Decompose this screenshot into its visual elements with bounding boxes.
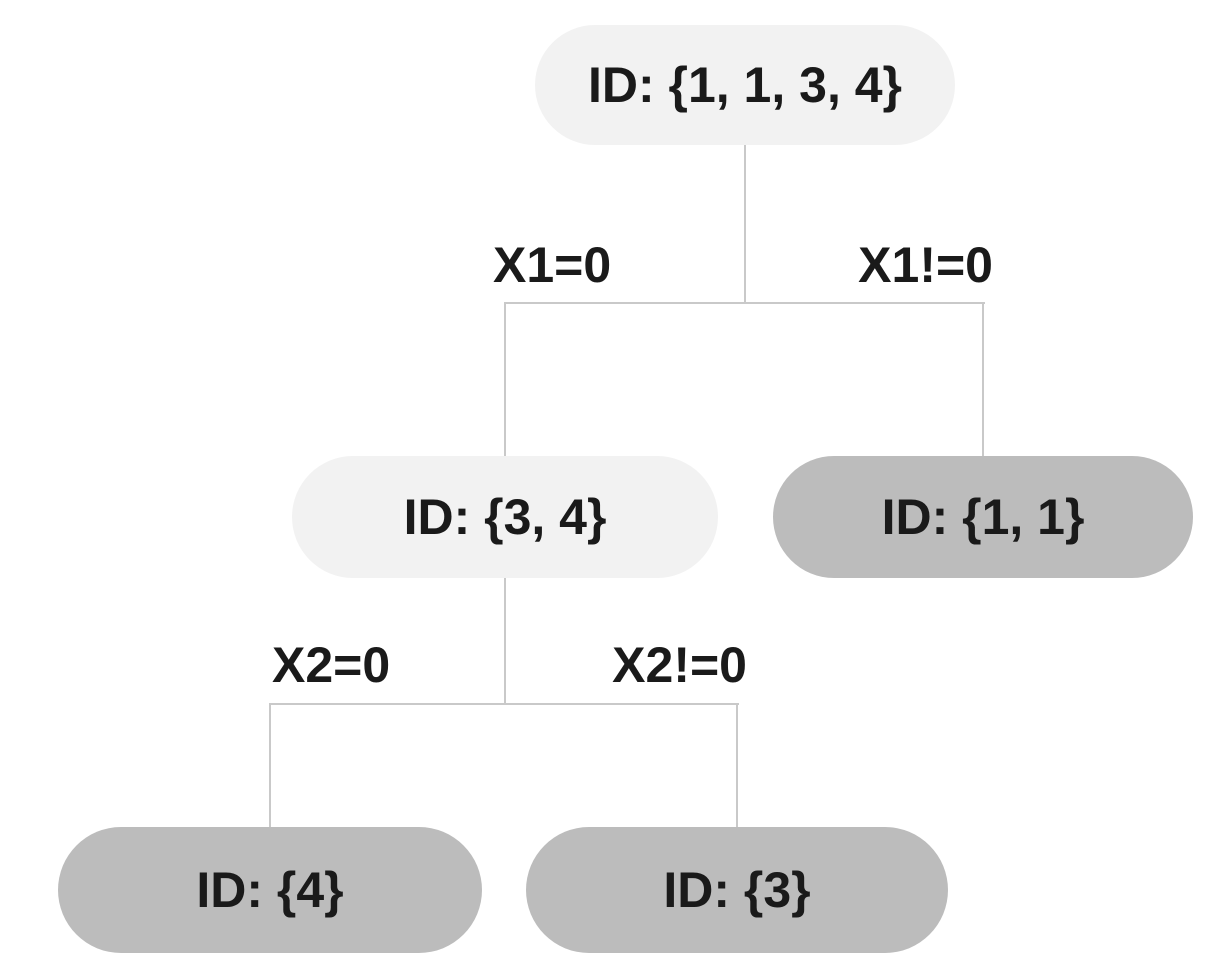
- edge-root-drop-line: [744, 145, 746, 304]
- edge-level1-horizontal-line: [504, 302, 985, 304]
- branch-label-x1-eq-0: X1=0: [493, 237, 612, 293]
- edge-level2-horizontal-line: [269, 703, 739, 705]
- edge-level2-right-drop-line: [736, 703, 738, 827]
- branch-label-x1-neq-0: X1!=0: [858, 237, 993, 293]
- branch-label-x2-eq-0: X2=0: [272, 637, 391, 693]
- edge-level1-left-drop-line: [504, 302, 506, 457]
- edge-level1-right-drop-line: [982, 302, 984, 457]
- tree-node-id-3-4: ID: {3, 4}: [292, 456, 718, 578]
- tree-node-id-1-1: ID: {1, 1}: [773, 456, 1193, 578]
- tree-node-id-4: ID: {4}: [58, 827, 482, 953]
- branch-label-x2-neq-0: X2!=0: [612, 637, 747, 693]
- tree-node-id-3: ID: {3}: [526, 827, 948, 953]
- tree-node-root: ID: {1, 1, 3, 4}: [535, 25, 955, 145]
- edge-level2-left-drop-line: [269, 703, 271, 827]
- edge-node34-drop-line: [504, 578, 506, 705]
